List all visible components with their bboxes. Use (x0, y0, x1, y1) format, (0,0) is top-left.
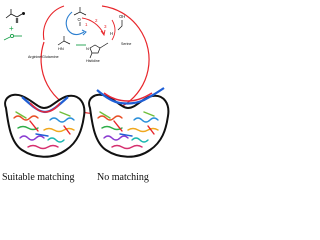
alcohol-molecule (3, 33, 22, 41)
residue-label-serine: Serine (121, 42, 131, 46)
atom-o-label: O (78, 17, 82, 22)
atom-n-label: N (86, 46, 89, 51)
pocket-suitable (4, 93, 86, 158)
protein-ribbon-right (97, 111, 159, 150)
histidine-ring (89, 42, 109, 59)
scheme-plus-sign: + (9, 24, 14, 33)
protein-ribbon-left (13, 111, 75, 150)
residue-label-arginine-glutamine: Arginine/Glutamine (28, 55, 59, 59)
caption-no-matching: No matching (97, 172, 149, 183)
mechanism-arrows (65, 11, 116, 41)
pocket-no-matching (88, 87, 170, 158)
substrate-acid-molecule (5, 9, 25, 23)
atom-hn-label: HN (58, 46, 64, 51)
serine-hydroxyl (117, 20, 123, 31)
caption-suitable-matching: Suitable matching (2, 172, 75, 183)
ligand-not-matching (96, 87, 165, 105)
step-1-label: 1 (85, 22, 88, 27)
acyl-intermediate (73, 7, 87, 26)
residue-label-histidine: Histidine (86, 59, 100, 63)
step-3-label: 3 (104, 24, 107, 29)
oxyanion-fragment (57, 36, 71, 46)
atom-h-label: H (110, 31, 113, 36)
reaction-scheme: + O 1 2 3 (3, 5, 150, 115)
scheme-figure: + O 1 2 3 (3, 5, 170, 158)
atom-oh-label: OH (119, 14, 125, 19)
step-2-label: 2 (95, 18, 98, 23)
active-site-circle (40, 5, 150, 115)
